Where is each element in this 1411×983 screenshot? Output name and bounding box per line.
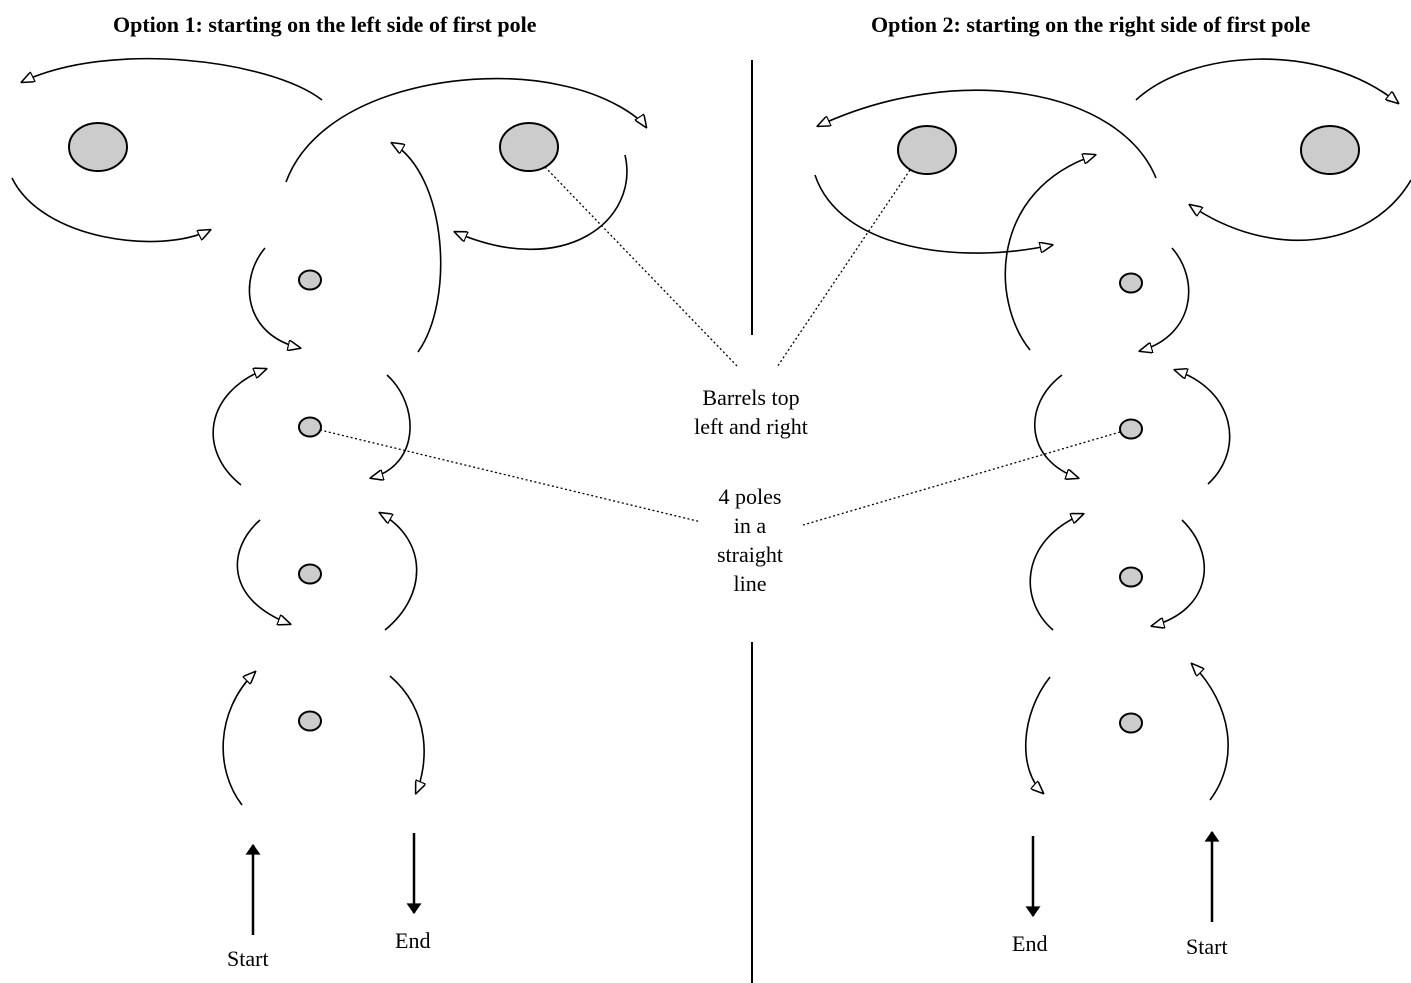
pole-2: [1119, 418, 1143, 440]
barrels-leader-left: [544, 166, 739, 368]
route-arc: [1033, 374, 1078, 478]
poles-leader-right: [802, 431, 1121, 526]
start-label-option-2: Start: [1186, 934, 1228, 959]
route-arc: [248, 247, 300, 348]
barrels-caption-line: Barrels top: [702, 385, 800, 410]
pole-4: [298, 710, 322, 732]
route-arc: [1025, 676, 1051, 793]
pole-1: [1119, 272, 1143, 294]
route-arc: [22, 57, 323, 101]
route-arc: [1190, 179, 1411, 242]
route-arc: [1140, 247, 1190, 351]
poles-caption: 4 poles in a straight line: [700, 482, 800, 598]
poles-caption-line: in a: [733, 513, 767, 538]
route-arc: [1004, 155, 1095, 351]
route-arc: [1175, 370, 1231, 485]
poles-leader-left: [319, 429, 723, 528]
option-1-diagram: [11, 57, 646, 935]
barrels-caption: Barrels top left and right: [676, 383, 826, 441]
pole-3: [298, 563, 322, 585]
barrel-right: [499, 122, 559, 172]
barrels-leader-right: [776, 169, 911, 368]
barrel-left: [897, 125, 957, 175]
option-2-title: Option 2: starting on the right side of …: [871, 12, 1311, 37]
pole-4: [1119, 712, 1143, 734]
option-2-diagram: [814, 58, 1411, 922]
end-label-option-2: End: [1012, 931, 1048, 956]
route-arc: [814, 174, 1052, 254]
route-arc: [1192, 664, 1229, 801]
route-arc: [236, 519, 290, 624]
route-arc: [392, 143, 442, 353]
pole-3: [1119, 566, 1143, 588]
poles-caption-line: line: [733, 571, 767, 596]
barrel-left: [68, 122, 128, 172]
barrel-right: [1300, 125, 1360, 175]
pole-1: [298, 269, 322, 291]
route-arc: [1152, 519, 1206, 626]
route-arc: [1135, 58, 1398, 103]
start-label-option-1: Start: [227, 946, 269, 971]
pole-2: [298, 416, 322, 438]
end-label-option-1: End: [395, 928, 431, 953]
option-1-title: Option 1: starting on the left side of f…: [113, 12, 537, 37]
route-arc: [455, 154, 628, 251]
poles-caption-line: 4 poles: [718, 484, 782, 509]
poles-caption-line: straight: [717, 542, 783, 567]
route-arc: [380, 513, 418, 631]
route-arc: [285, 77, 646, 183]
route-arc: [222, 672, 255, 806]
route-arc: [389, 675, 424, 793]
route-arc: [212, 369, 266, 486]
barrels-caption-line: left and right: [694, 414, 808, 439]
route-arc: [11, 177, 210, 243]
route-arc: [1029, 514, 1083, 631]
route-arc: [371, 374, 411, 478]
route-arc: [818, 89, 1157, 179]
